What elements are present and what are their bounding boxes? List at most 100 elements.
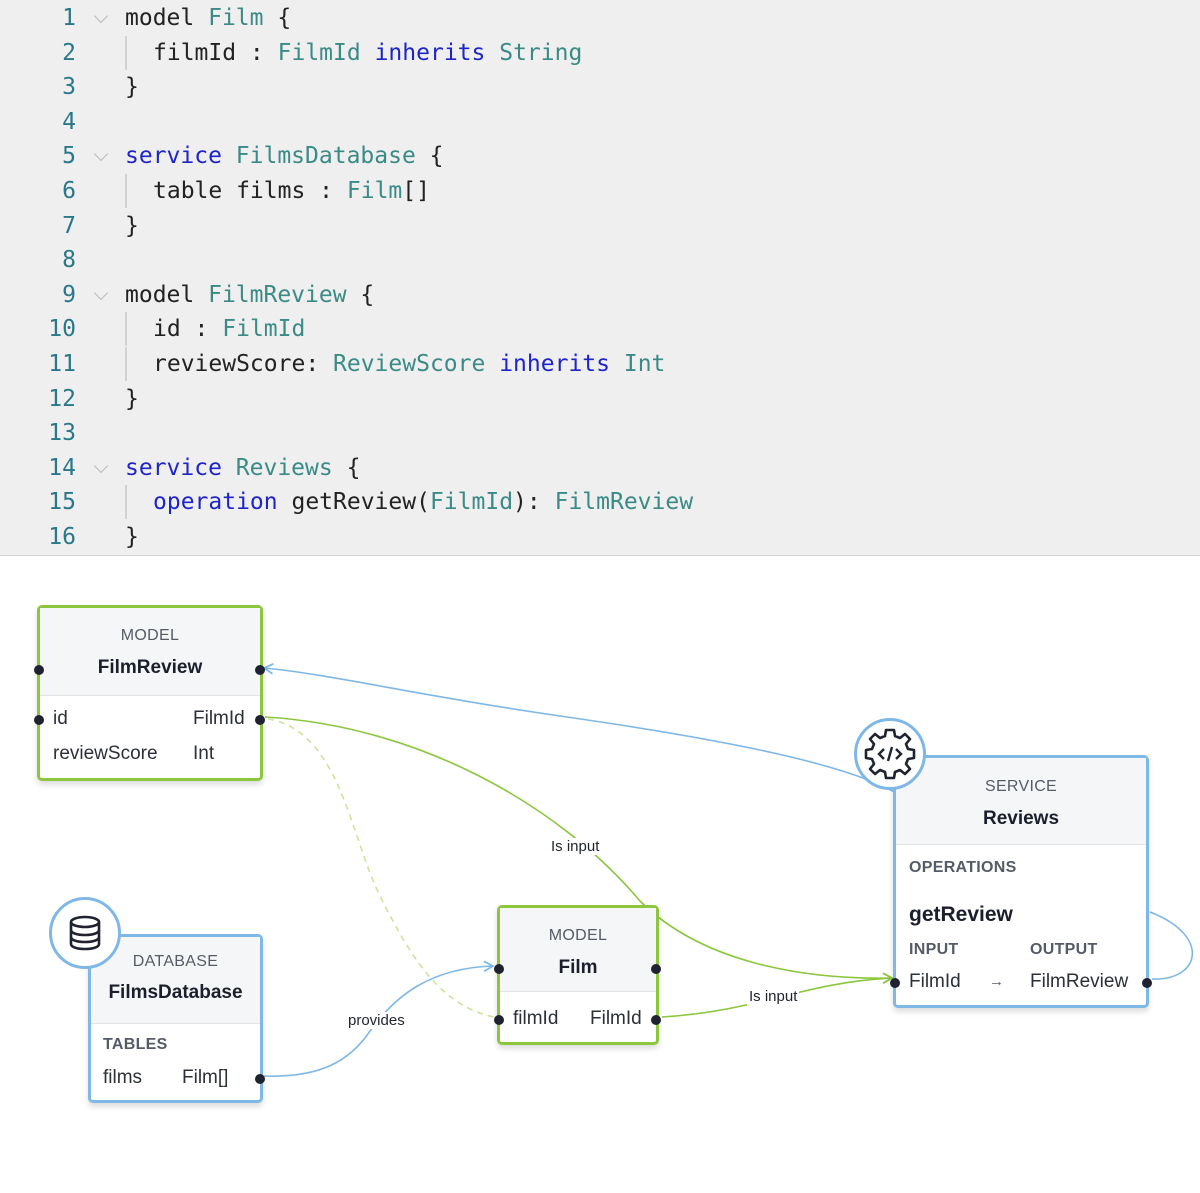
code-token xyxy=(485,40,499,66)
fold-chevron-icon[interactable] xyxy=(93,458,109,473)
code-text: filmId : FilmId inherits String xyxy=(153,36,582,70)
code-token xyxy=(222,455,236,481)
fold-chevron-icon[interactable] xyxy=(93,285,109,300)
code-token xyxy=(222,143,236,169)
code-token: FilmId xyxy=(277,39,361,66)
code-token xyxy=(361,40,375,66)
node-kind: MODEL xyxy=(548,927,608,944)
code-line[interactable]: 7} xyxy=(0,209,1200,243)
edge-filmreview-id-is-input xyxy=(264,716,894,984)
arrow-glyph: → xyxy=(989,973,1004,990)
code-token: FilmReview xyxy=(554,489,694,516)
node-title: FilmsDatabase xyxy=(108,982,243,1003)
code-line[interactable]: 4 xyxy=(0,105,1200,139)
port[interactable] xyxy=(34,665,44,675)
edge-output-loop xyxy=(1149,911,1194,980)
field-type: Int xyxy=(193,743,215,764)
database-icon xyxy=(49,897,121,969)
node-title: Reviews xyxy=(982,808,1060,829)
table-type: Film[] xyxy=(182,1067,229,1088)
field-type: FilmId xyxy=(590,1008,642,1029)
port[interactable] xyxy=(255,665,265,675)
line-number: 9 xyxy=(62,281,76,308)
node-title: FilmReview xyxy=(97,657,203,678)
code-line[interactable]: 12} xyxy=(0,382,1200,416)
code-token: FilmReview xyxy=(208,281,347,308)
gear-code-icon-svg xyxy=(864,728,916,780)
code-text: service FilmsDatabase { xyxy=(125,139,444,173)
field-name: reviewScore xyxy=(53,743,158,764)
code-token: id : xyxy=(153,316,223,343)
gear-code-icon xyxy=(854,718,926,790)
port[interactable] xyxy=(255,715,265,725)
indent-guide xyxy=(125,35,127,70)
diagram-canvas[interactable]: Is input Is input provides MODEL FilmRev… xyxy=(0,556,1200,1193)
code-token: Film xyxy=(208,5,264,31)
code-token: ReviewScore xyxy=(333,351,486,377)
code-token: operation xyxy=(153,489,278,516)
code-token: { xyxy=(346,281,375,308)
port[interactable] xyxy=(494,1015,504,1025)
code-line[interactable]: 13 xyxy=(0,416,1200,450)
code-token xyxy=(485,351,499,377)
code-text: service Reviews { xyxy=(125,451,360,485)
port[interactable] xyxy=(255,1074,265,1084)
port[interactable] xyxy=(34,715,44,725)
line-number: 6 xyxy=(62,178,76,204)
line-number: 5 xyxy=(62,143,76,170)
code-token: getReview( xyxy=(277,489,430,516)
node-film[interactable]: MODEL Film filmId FilmId xyxy=(494,905,661,1045)
code-token: model xyxy=(125,5,209,31)
code-token: ): xyxy=(513,489,555,516)
code-token: } xyxy=(125,74,139,101)
line-number: 4 xyxy=(62,108,76,135)
code-token: table films : xyxy=(153,178,347,204)
port[interactable] xyxy=(1142,978,1152,988)
node-kind: DATABASE xyxy=(132,953,219,970)
code-token: FilmsDatabase xyxy=(235,143,416,170)
edge-returns-filmreview xyxy=(262,663,895,793)
code-line[interactable]: 9 model FilmReview { xyxy=(0,278,1200,312)
code-token: reviewScore: xyxy=(153,351,334,377)
operation-name[interactable]: getReview xyxy=(909,903,1013,926)
node-reviews[interactable]: SERVICE Reviews OPERATIONS getReview INP… xyxy=(890,755,1152,1008)
line-number: 16 xyxy=(48,524,76,550)
node-filmsdatabase[interactable]: DATABASE FilmsDatabase TABLES films Film… xyxy=(88,934,265,1103)
operation-input: FilmId xyxy=(909,971,961,992)
line-number: 14 xyxy=(48,454,76,481)
code-line[interactable]: 2 filmId : FilmId inherits String xyxy=(0,35,1200,70)
code-token: model xyxy=(125,281,209,308)
code-token: } xyxy=(125,524,139,550)
code-token: FilmId xyxy=(222,316,306,343)
fold-chevron-icon[interactable] xyxy=(93,147,109,162)
port[interactable] xyxy=(651,1015,661,1025)
port[interactable] xyxy=(890,978,900,988)
code-line[interactable]: 8 xyxy=(0,243,1200,277)
code-token: } xyxy=(125,385,139,412)
code-text: } xyxy=(125,209,139,243)
code-token: inherits xyxy=(499,351,610,377)
line-number: 7 xyxy=(62,212,76,239)
field-name: id xyxy=(53,708,68,729)
edge-label-provides: provides xyxy=(346,1012,407,1029)
code-token: { xyxy=(332,454,361,481)
node-header: SERVICE Reviews xyxy=(896,758,1146,845)
code-line[interactable]: 16} xyxy=(0,520,1200,554)
line-number: 2 xyxy=(62,39,76,66)
code-text: operation getReview(FilmId): FilmReview xyxy=(153,485,693,519)
line-number: 12 xyxy=(48,385,76,412)
port[interactable] xyxy=(651,964,661,974)
operation-output: FilmReview xyxy=(1030,971,1129,992)
code-line[interactable]: 5 service FilmsDatabase { xyxy=(0,139,1200,173)
node-filmreview[interactable]: MODEL FilmReview id FilmId reviewScore I… xyxy=(34,605,265,781)
port[interactable] xyxy=(494,964,504,974)
fold-chevron-icon[interactable] xyxy=(93,8,109,24)
code-line[interactable]: 14 service Reviews { xyxy=(0,451,1200,485)
code-line[interactable]: 3} xyxy=(0,70,1200,104)
